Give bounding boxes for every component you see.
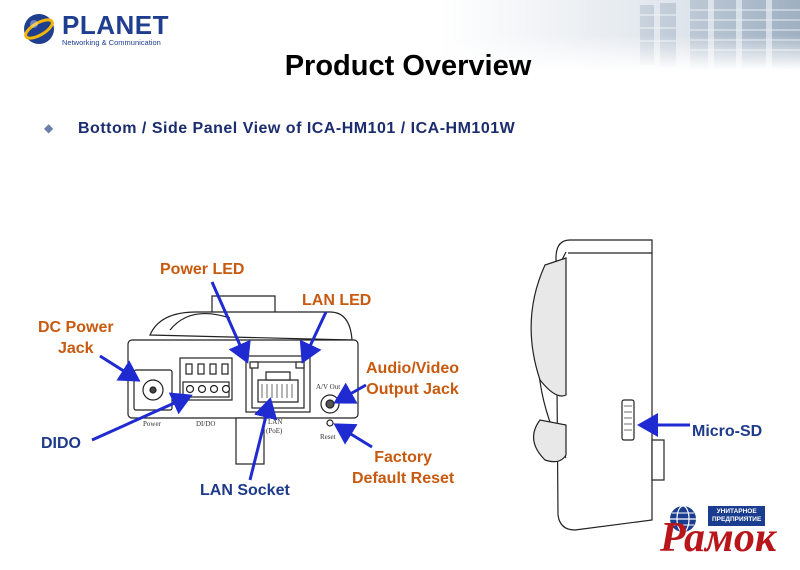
- watermark-brand: Рамок: [660, 515, 777, 561]
- callout-lan-socket: LAN Socket: [200, 482, 290, 499]
- camera-bottom-view: [127, 295, 359, 465]
- globe-icon: [670, 505, 696, 533]
- slide-title: Product Overview: [284, 50, 532, 82]
- callout-dc-power: DC Power Jack: [38, 317, 114, 359]
- printed-reset-label: Reset: [320, 433, 336, 441]
- watermark-line1: УНИТАРНОЕ: [716, 508, 757, 515]
- camera-bottom-printed-labels: Power DI/DO LAN (PoE) A/V Out Reset: [143, 383, 340, 441]
- arrow-dido: [91, 392, 193, 442]
- ramok-watermark: УНИТАРНОЕ ПРЕДПРИЯТИЕ Рамок: [646, 500, 798, 566]
- callout-lan-led: LAN LED: [302, 292, 372, 309]
- header-decoration-image: [440, 0, 800, 70]
- callout-dido: DIDO: [41, 435, 81, 452]
- callout-power-led: Power LED: [160, 261, 245, 278]
- printed-poe-label: (PoE): [266, 427, 283, 435]
- callout-micro-sd: Micro-SD: [692, 423, 763, 440]
- camera-side-view: [530, 239, 665, 531]
- callout-audio-video-line1: Audio/Video: [366, 360, 460, 377]
- slide-subtitle: Bottom / Side Panel View of ICA-HM101 / …: [78, 120, 516, 137]
- logo-tagline: Networking & Communication: [62, 38, 161, 47]
- watermark-line2: ПРЕДПРИЯТИЕ: [712, 516, 762, 523]
- arrow-dc-power: [99, 354, 141, 382]
- callout-factory-reset-line2: Default Reset: [352, 470, 455, 487]
- printed-lan-label: LAN: [268, 418, 282, 426]
- callout-factory-reset: Factory Default Reset: [352, 447, 454, 489]
- callout-dc-power-line2: Jack: [57, 340, 94, 357]
- bullet-diamond-icon: ◆: [44, 121, 54, 135]
- planet-globe-icon: [24, 14, 54, 44]
- callout-factory-reset-line1: Factory: [374, 449, 433, 466]
- callout-audio-video-line2: Output Jack: [366, 381, 459, 398]
- printed-power-label: Power: [143, 420, 162, 428]
- printed-av-out-label: A/V Out: [316, 383, 340, 391]
- arrow-lan-socket: [248, 397, 278, 481]
- watermark-caption: УНИТАРНОЕ ПРЕДПРИЯТИЕ: [708, 506, 766, 526]
- planet-logo: PLANET Networking & Communication: [22, 10, 172, 50]
- printed-dido-label: DI/DO: [196, 420, 215, 428]
- callout-dc-power-line1: DC Power: [38, 319, 114, 336]
- arrow-av-out: [333, 382, 367, 404]
- arrow-lan-led: [299, 311, 328, 364]
- arrow-factory-reset: [333, 423, 373, 449]
- logo-text: PLANET: [62, 10, 169, 40]
- callout-audio-video: Audio/Video Output Jack: [366, 358, 459, 400]
- arrow-power-led: [210, 281, 251, 364]
